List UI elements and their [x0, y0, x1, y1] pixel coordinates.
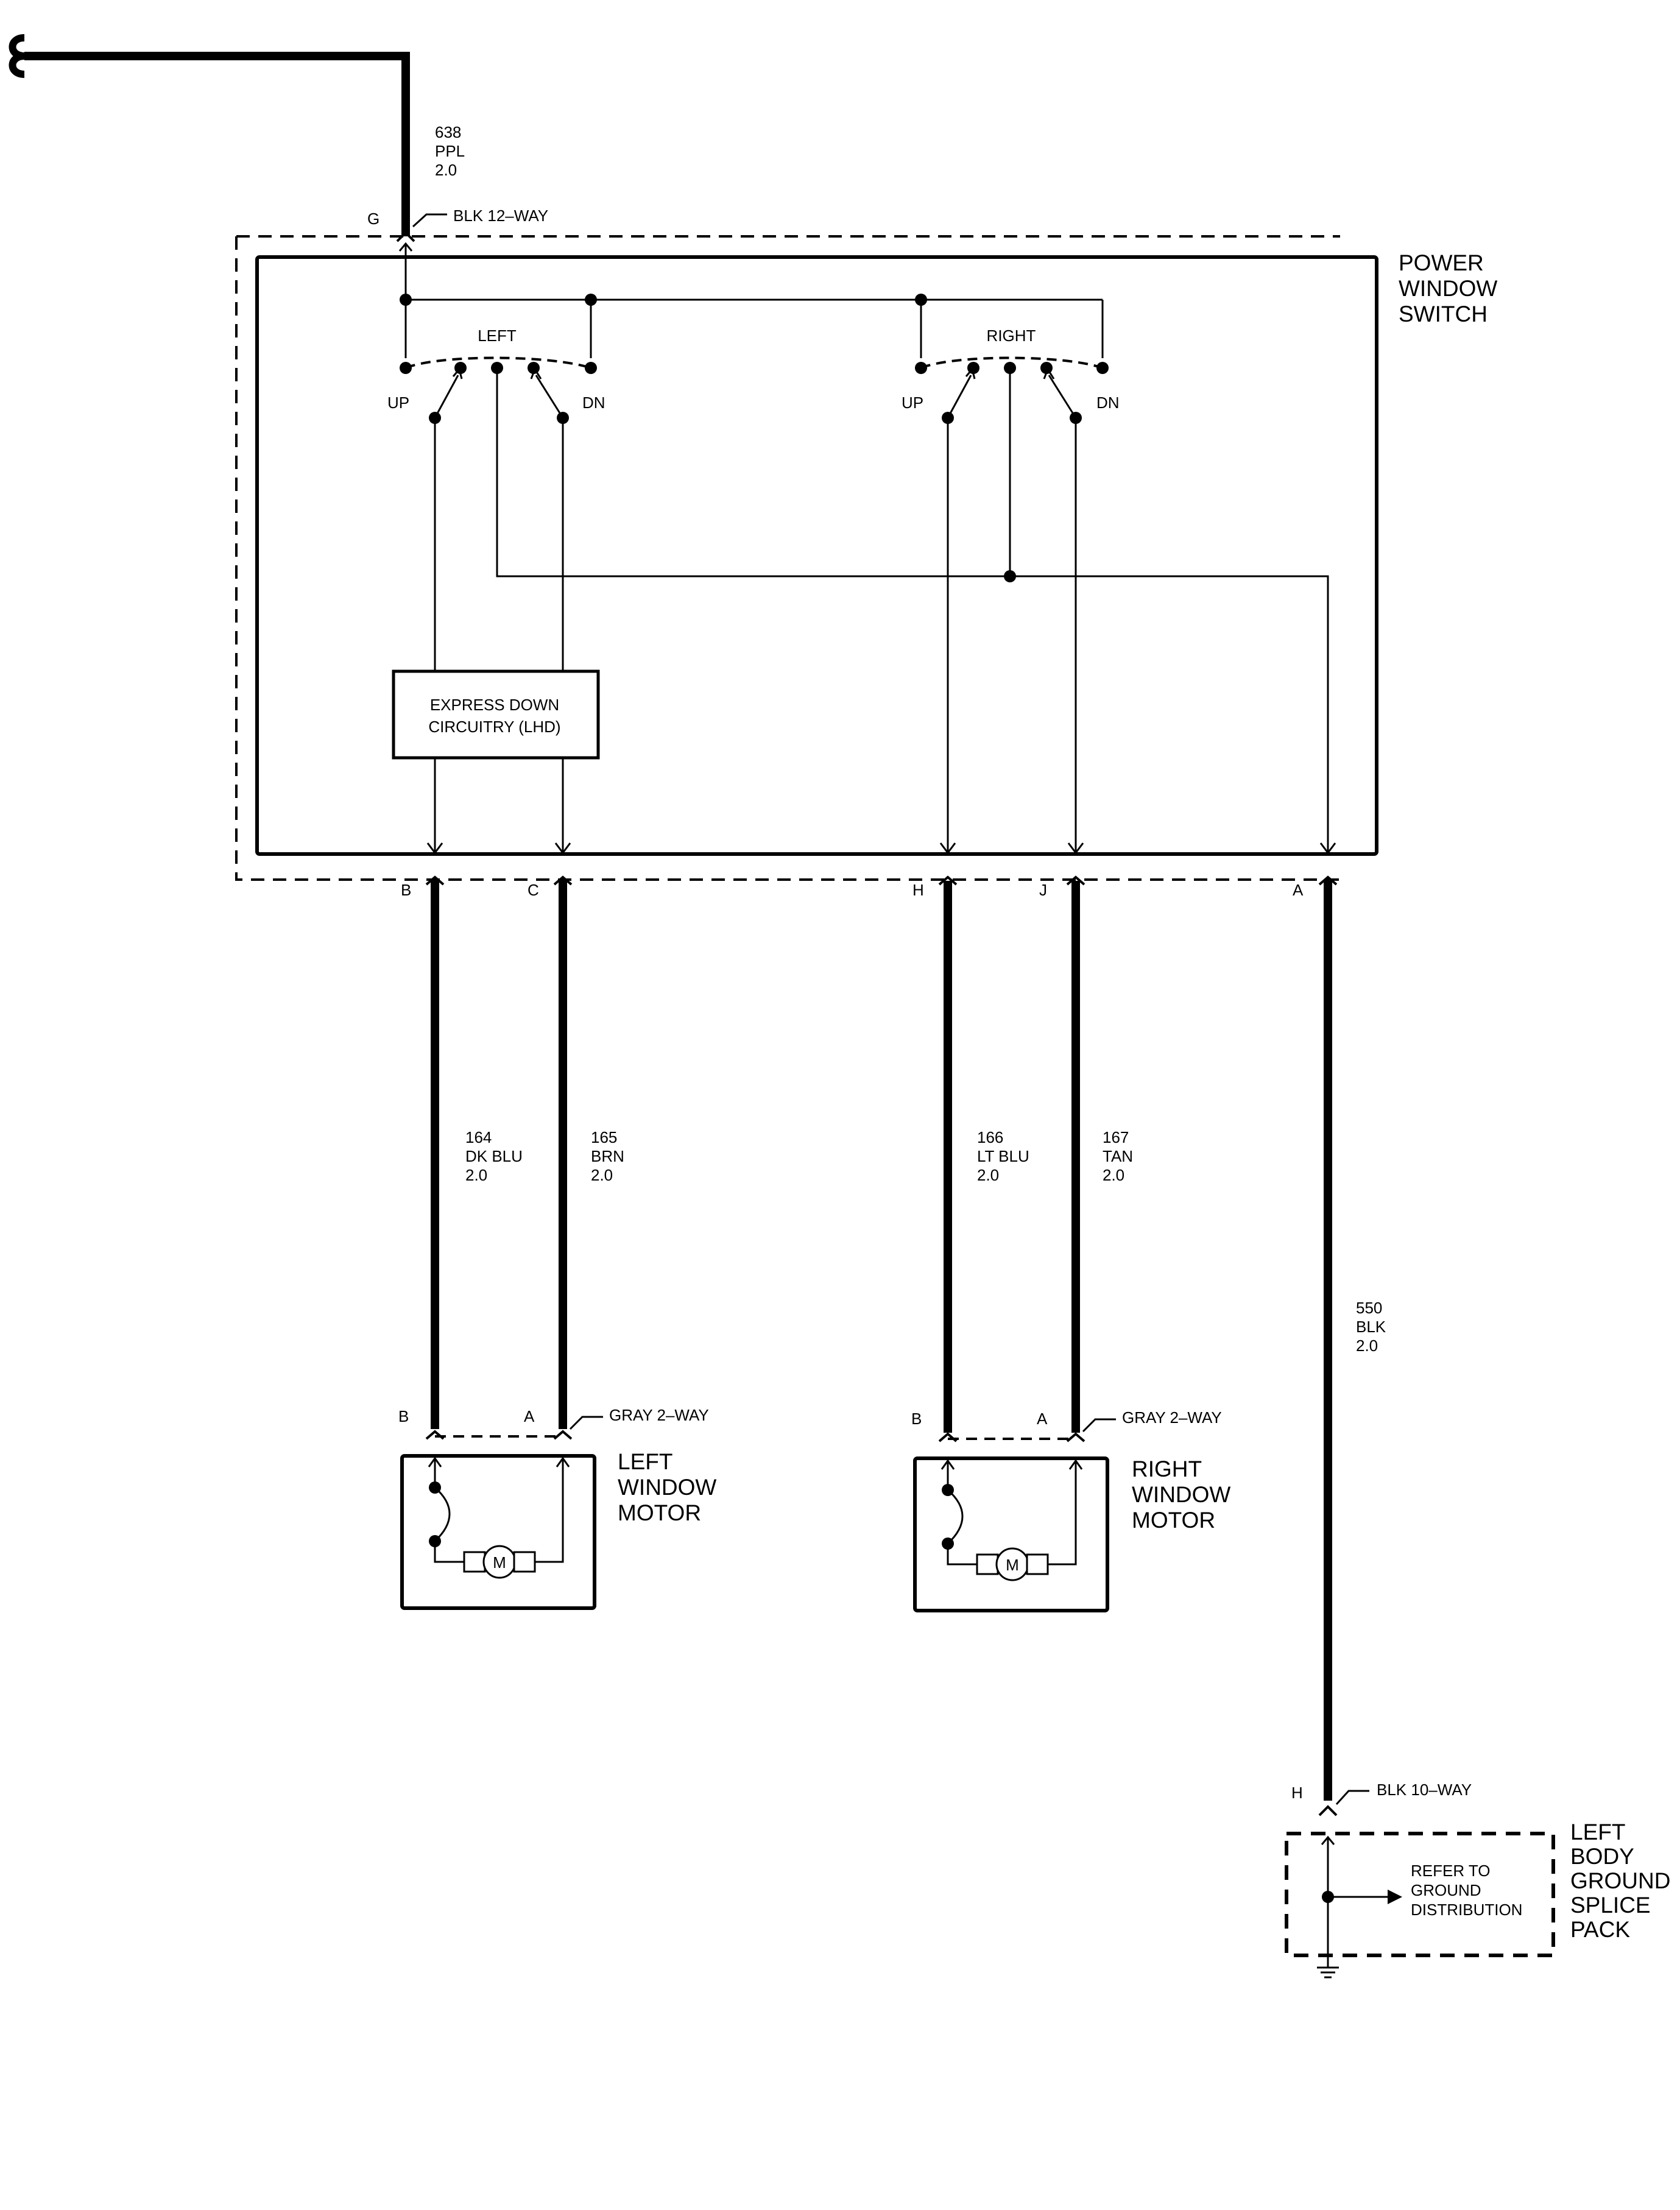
left-motor-symbol: M [493, 1553, 506, 1572]
wire-638-gauge: 2.0 [435, 161, 457, 179]
right-motor-pin-b: B [911, 1410, 922, 1428]
right-switch-group: RIGHT UP DN [902, 327, 1120, 582]
wire-165-circuit: 165 [591, 1128, 617, 1146]
express-line-1: EXPRESS DOWN [430, 696, 559, 714]
right-dn-label: DN [1096, 394, 1120, 412]
left-motor-title-1: LEFT [618, 1449, 672, 1474]
wire-164-circuit: 164 [465, 1128, 492, 1146]
ground-splice-pack: H BLK 10–WAY LEFT BODY GROUND SPLICE PAC… [1285, 1781, 1670, 1979]
pin-a-label: A [1293, 881, 1304, 899]
left-motor-pin-a: A [524, 1407, 535, 1425]
right-window-motor: B A GRAY 2–WAY RIGHT WINDOW MOTOR M [911, 1408, 1230, 1612]
ground-title-2: BODY [1570, 1844, 1634, 1869]
right-up-label: UP [902, 394, 923, 412]
pin-b-label: B [401, 881, 411, 899]
wire-166-color: LT BLU [977, 1147, 1029, 1165]
right-motor-connector-type: GRAY 2–WAY [1122, 1408, 1222, 1427]
left-motor-connector-type: GRAY 2–WAY [609, 1406, 709, 1424]
left-group-label: LEFT [478, 327, 517, 345]
ground-symbol-icon [1317, 1966, 1339, 1979]
right-motor-title-1: RIGHT [1132, 1456, 1202, 1481]
left-motor-title-2: WINDOW [618, 1475, 716, 1500]
wire-638-feed [9, 34, 410, 236]
right-motor-symbol: M [1006, 1556, 1019, 1574]
wire-550-label: 550 BLK 2.0 [1356, 1299, 1386, 1355]
left-switch-group: LEFT UP DN [387, 327, 1329, 853]
wire-166-circuit: 166 [977, 1128, 1003, 1146]
ground-title-4: SPLICE [1570, 1893, 1651, 1918]
left-up-label: UP [387, 394, 409, 412]
ground-pin-label: H [1291, 1784, 1303, 1802]
refer-line-2: GROUND [1411, 1881, 1481, 1899]
ground-connector-type: BLK 10–WAY [1377, 1781, 1472, 1799]
wire-550-gauge: 2.0 [1356, 1336, 1378, 1355]
pin-g-label: G [367, 210, 379, 228]
refer-line-3: DISTRIBUTION [1411, 1901, 1522, 1919]
wire-166-label: 166 LT BLU 2.0 [977, 1128, 1029, 1184]
ground-title-1: LEFT [1570, 1820, 1625, 1845]
wire-164-gauge: 2.0 [465, 1166, 487, 1184]
left-window-motor: B A GRAY 2–WAY LEFT WINDOW MOTOR M [398, 1406, 716, 1610]
right-motor-pin-a: A [1037, 1410, 1048, 1428]
express-line-2: CIRCUITRY (LHD) [428, 718, 560, 736]
wire-164-color: DK BLU [465, 1147, 523, 1165]
connector-top: G BLK 12–WAY [367, 207, 548, 242]
pin-g-chevron-icon [396, 231, 415, 242]
wire-167-color: TAN [1103, 1147, 1133, 1165]
wire-165-label: 165 BRN 2.0 [591, 1128, 624, 1184]
pin-h-label: H [912, 881, 924, 899]
right-motor-title-3: MOTOR [1132, 1508, 1215, 1533]
switch-body [255, 255, 1378, 856]
ground-title-5: PACK [1570, 1917, 1630, 1942]
wire-550-color: BLK [1356, 1318, 1386, 1336]
ground-title-3: GROUND [1570, 1868, 1670, 1893]
wire-166-gauge: 2.0 [977, 1166, 999, 1184]
right-motor-title-2: WINDOW [1132, 1482, 1230, 1507]
left-dn-label: DN [582, 394, 605, 412]
wire-638-circuit: 638 [435, 123, 461, 141]
left-motor-pin-b: B [398, 1407, 409, 1425]
refer-line-1: REFER TO [1411, 1862, 1491, 1880]
wire-550-circuit: 550 [1356, 1299, 1382, 1317]
wire-167-gauge: 2.0 [1103, 1166, 1124, 1184]
wire-638-label: 638 PPL 2.0 [435, 123, 465, 179]
wire-167-label: 167 TAN 2.0 [1103, 1128, 1133, 1184]
power-window-switch: POWER WINDOW SWITCH LEFT [235, 235, 1497, 881]
left-motor-title-3: MOTOR [618, 1500, 701, 1525]
switch-title-line-3: SWITCH [1399, 302, 1488, 327]
pin-j-label: J [1039, 881, 1047, 899]
switch-title-line-2: WINDOW [1399, 276, 1497, 301]
express-down-circuitry: EXPRESS DOWN CIRCUITRY (LHD) [392, 669, 600, 760]
wire-167-circuit: 167 [1103, 1128, 1129, 1146]
right-group-label: RIGHT [987, 327, 1036, 345]
break-symbol-icon [9, 34, 25, 78]
wire-638-color: PPL [435, 142, 465, 160]
switch-bottom-connector: B C H J A [401, 875, 1338, 899]
connector-top-type: BLK 12–WAY [453, 207, 548, 225]
pin-c-label: C [528, 881, 539, 899]
wire-165-color: BRN [591, 1147, 624, 1165]
wire-164-label: 164 DK BLU 2.0 [465, 1128, 523, 1184]
wire-165-gauge: 2.0 [591, 1166, 613, 1184]
switch-title-line-1: POWER [1399, 250, 1484, 275]
